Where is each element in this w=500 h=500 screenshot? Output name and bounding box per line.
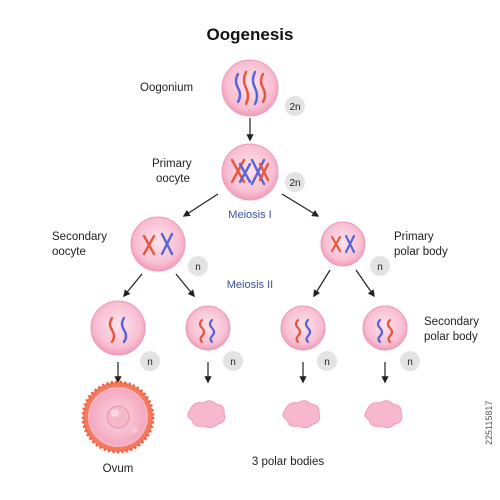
ploidy-badge: n: [140, 351, 160, 371]
polar-body-cell: [280, 305, 326, 351]
svg-text:n: n: [407, 357, 413, 368]
svg-text:n: n: [377, 262, 383, 273]
degenerated-polar-body: [364, 400, 403, 429]
ploidy-badge: n: [188, 256, 208, 276]
svg-text:n: n: [147, 357, 153, 368]
degenerated-polar-body: [187, 400, 226, 429]
primary-oocyte-cell: [221, 143, 279, 201]
label-primary-oocyte-1: Primary: [152, 158, 192, 170]
arrow: [313, 269, 331, 298]
meiosis-2-label: Meiosis II: [227, 279, 273, 291]
svg-text:2n: 2n: [289, 178, 300, 189]
ploidy-badge: n: [317, 351, 337, 371]
svg-text:2n: 2n: [289, 102, 300, 113]
svg-text:n: n: [324, 357, 330, 368]
label-secondary-oocyte-1: Secondary: [52, 231, 107, 243]
arrow: [175, 273, 195, 298]
label-primary-polar-2: polar body: [394, 246, 448, 258]
ootid-cell: [90, 300, 146, 356]
label-oogonium: Oogonium: [140, 82, 193, 94]
arrow: [123, 273, 143, 298]
label-primary-oocyte-2: oocyte: [156, 173, 190, 185]
label-secondary-polar-1: Secondary: [424, 316, 479, 328]
polar-body-cell: [362, 305, 408, 351]
meiosis-1-label: Meiosis I: [228, 209, 271, 221]
primary-polar-body-cell: [320, 221, 366, 267]
svg-text:n: n: [230, 357, 236, 368]
label-primary-polar-1: Primary: [394, 231, 434, 243]
ploidy-badge: n: [223, 351, 243, 371]
page-title: Oogenesis: [207, 25, 294, 44]
ploidy-badge: n: [370, 256, 390, 276]
polar-body-cell: [185, 305, 231, 351]
arrow: [355, 269, 375, 298]
label-three-polar-bodies: 3 polar bodies: [252, 456, 324, 468]
ploidy-badge: 2n: [285, 172, 305, 192]
oogonium-cell: [221, 59, 279, 117]
label-ovum: Ovum: [103, 463, 134, 475]
ploidy-badge: n: [400, 351, 420, 371]
label-secondary-polar-2: polar body: [424, 331, 478, 343]
svg-text:n: n: [195, 262, 201, 273]
secondary-oocyte-cell: [130, 216, 186, 272]
arrow: [182, 193, 219, 217]
label-secondary-oocyte-2: oocyte: [52, 246, 86, 258]
ploidy-badge: 2n: [285, 96, 305, 116]
arrow: [281, 193, 320, 217]
degenerated-polar-body: [282, 400, 321, 429]
stock-id: 225115817: [484, 401, 494, 445]
ovum-cell: [81, 380, 155, 454]
